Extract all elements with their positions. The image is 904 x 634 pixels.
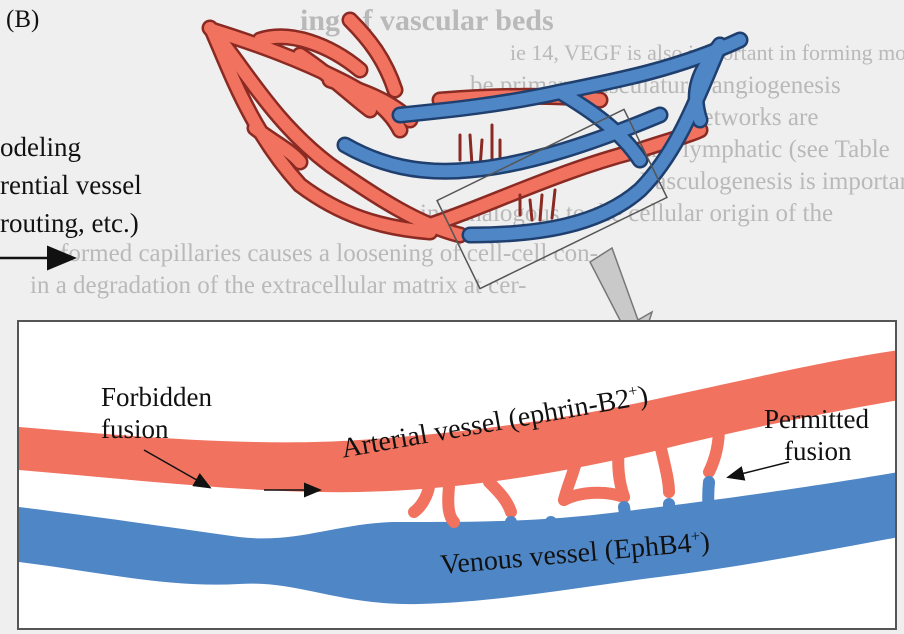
- forbidden-fusion-label-line1: Forbidden: [101, 382, 212, 413]
- permitted-fusion-arrow: [729, 462, 789, 477]
- inset-vessels-svg: [19, 322, 897, 630]
- permitted-fusion-label-line1: Permitted: [764, 404, 869, 435]
- venous-vessel: [19, 472, 897, 604]
- forbidden-fusion-label-line2: fusion: [101, 414, 169, 445]
- inset-panel: Forbidden fusion Permitted fusion Arteri…: [17, 320, 897, 630]
- permitted-fusion-label-line2: fusion: [784, 436, 852, 467]
